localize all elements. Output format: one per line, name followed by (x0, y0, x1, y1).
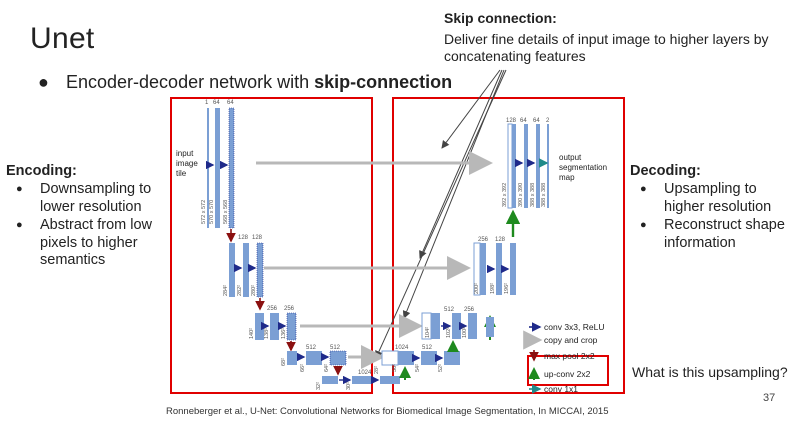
size-l2d-2: 196² (504, 283, 510, 294)
channel-l1d-0: 128 (506, 118, 517, 124)
slide-title: Unet (30, 22, 95, 55)
diagram-legend: conv 3x3, ReLU copy and crop max pool 2x… (523, 322, 604, 394)
level4-decoder-feature-maps (381, 350, 460, 366)
output-segmentation-map-label: output segmentation map (559, 153, 607, 182)
size-l1d-2: 388 x 388 (530, 183, 536, 207)
level3-encoder-feature-maps (255, 312, 297, 341)
channel-l2d-1: 128 (495, 237, 506, 243)
legend-copy-label: copy and crop (544, 335, 598, 345)
size-l2d-0: 200² (474, 283, 480, 294)
copy-crop-arrows (256, 151, 493, 369)
size-l3e-1: 138² (264, 328, 270, 339)
channel-l1e-2: 64 (227, 100, 234, 106)
encoding-item: Downsampling to lower resolution (6, 181, 176, 216)
size-l2e-2: 280² (251, 285, 257, 296)
decoding-item: Upsampling to higher resolution (630, 181, 790, 216)
upsampling-question: What is this upsampling? (632, 364, 788, 380)
size-l1e-0: 572 x 572 (201, 200, 207, 224)
channel-l4e-0: 512 (306, 345, 317, 351)
size-l1d-3: 388 x 388 (541, 183, 547, 207)
page-number: 37 (763, 392, 776, 404)
size-bottom-1: 30² (346, 382, 352, 390)
level2-encoder-feature-maps (229, 242, 264, 298)
size-l4d-2: 52² (438, 364, 444, 372)
channel-l1e-0: 1 (205, 100, 209, 106)
size-l4e-0: 68² (281, 358, 287, 366)
legend-conv1x1-label: conv 1x1 (544, 384, 578, 394)
output-label-line-2: map (559, 173, 575, 182)
input-label-line-2: tile (176, 169, 187, 178)
channel-l3e-1: 256 (284, 306, 295, 312)
size-l4d-1: 54² (415, 364, 421, 372)
decoding-item: Reconstruct shape information (630, 217, 790, 252)
size-l4e-2: 64² (324, 364, 330, 372)
channel-bottom-0: 1024 (358, 370, 372, 376)
channel-l1d-3: 2 (546, 118, 550, 124)
encoding-title: Encoding: (6, 163, 77, 179)
main-bullet-text: Encoder-decoder network with (66, 72, 315, 92)
skip-connection-title: Skip connection: (444, 10, 557, 26)
channel-l3e-0: 256 (267, 306, 278, 312)
size-l4e-1: 66² (300, 364, 306, 372)
channel-l1e-1: 64 (213, 100, 220, 106)
size-l1e-2: 568 x 568 (223, 200, 229, 224)
legend-upconv-label: up-conv 2x2 (544, 369, 591, 379)
channel-l1d-1: 64 (520, 118, 527, 124)
level3-decoder-feature-maps (421, 312, 477, 340)
level3-decoder-last-map (486, 317, 494, 337)
skip-pointer-arrows (375, 69, 507, 359)
size-l1e-1: 570 x 570 (209, 200, 215, 224)
spatial-size-labels: 572 x 572 570 x 570 568 x 568 284² 282² … (201, 183, 547, 390)
size-bottom-2: 28² (374, 366, 380, 374)
decoding-title: Decoding: (630, 163, 701, 179)
channel-l1d-2: 64 (533, 118, 540, 124)
size-l1d-1: 390 x 390 (518, 183, 524, 207)
channel-l4e-1: 512 (330, 345, 341, 351)
decoding-list: Upsampling to higher resolution Reconstr… (630, 181, 790, 253)
channel-l2e-1: 128 (252, 235, 263, 241)
channel-l4d-1: 512 (422, 345, 433, 351)
channel-l4d-0: 1024 (395, 345, 409, 351)
channel-l2d-0: 256 (478, 237, 489, 243)
output-label-line-0: output (559, 153, 582, 162)
channel-l3d-1: 256 (464, 307, 475, 313)
level4-encoder-feature-maps (287, 350, 347, 366)
size-l2e-1: 282² (237, 285, 243, 296)
output-label-line-1: segmentation (559, 163, 607, 172)
level2-decoder-feature-maps (473, 242, 516, 296)
size-l2e-0: 284² (223, 285, 229, 296)
legend-pool-label: max pool 2x2 (544, 351, 595, 361)
size-bottom-0: 32² (316, 382, 322, 390)
encoding-item: Abstract from low pixels to higher seman… (6, 217, 176, 270)
bottleneck-feature-maps (322, 376, 400, 384)
main-bullet-emphasis: skip-connection (314, 72, 453, 92)
size-l2d-1: 198² (490, 283, 496, 294)
size-l4d-0: 56² (392, 364, 398, 372)
channel-l2e-0: 128 (238, 235, 249, 241)
skip-connection-description: Deliver fine details of input image to h… (444, 31, 769, 64)
main-bullet: ● Encoder-decoder network with skip-conne… (38, 72, 452, 93)
size-l3d-0: 104² (425, 327, 431, 338)
input-image-tile-label: input image tile (176, 149, 198, 178)
input-label-line-1: image (176, 159, 198, 168)
size-l1d-0: 392 x 392 (502, 183, 508, 207)
size-l3d-2: 100² (462, 327, 468, 338)
input-label-line-0: input (176, 149, 194, 158)
size-l3d-1: 102² (446, 327, 452, 338)
channel-l3d-0: 512 (444, 307, 455, 313)
decoder-highlight-box (392, 97, 625, 394)
encoder-highlight-box (170, 97, 373, 394)
size-l3e-0: 140² (249, 328, 255, 339)
channel-count-labels: 1 64 64 128 128 256 256 512 512 1024 102… (205, 100, 550, 376)
size-l3e-2: 136² (281, 328, 287, 339)
legend-conv-label: conv 3x3, ReLU (544, 322, 604, 332)
encoding-list: Downsampling to lower resolution Abstrac… (6, 181, 176, 271)
citation: Ronneberger et al., U-Net: Convolutional… (166, 406, 609, 417)
bullet-dot: ● (38, 72, 49, 92)
